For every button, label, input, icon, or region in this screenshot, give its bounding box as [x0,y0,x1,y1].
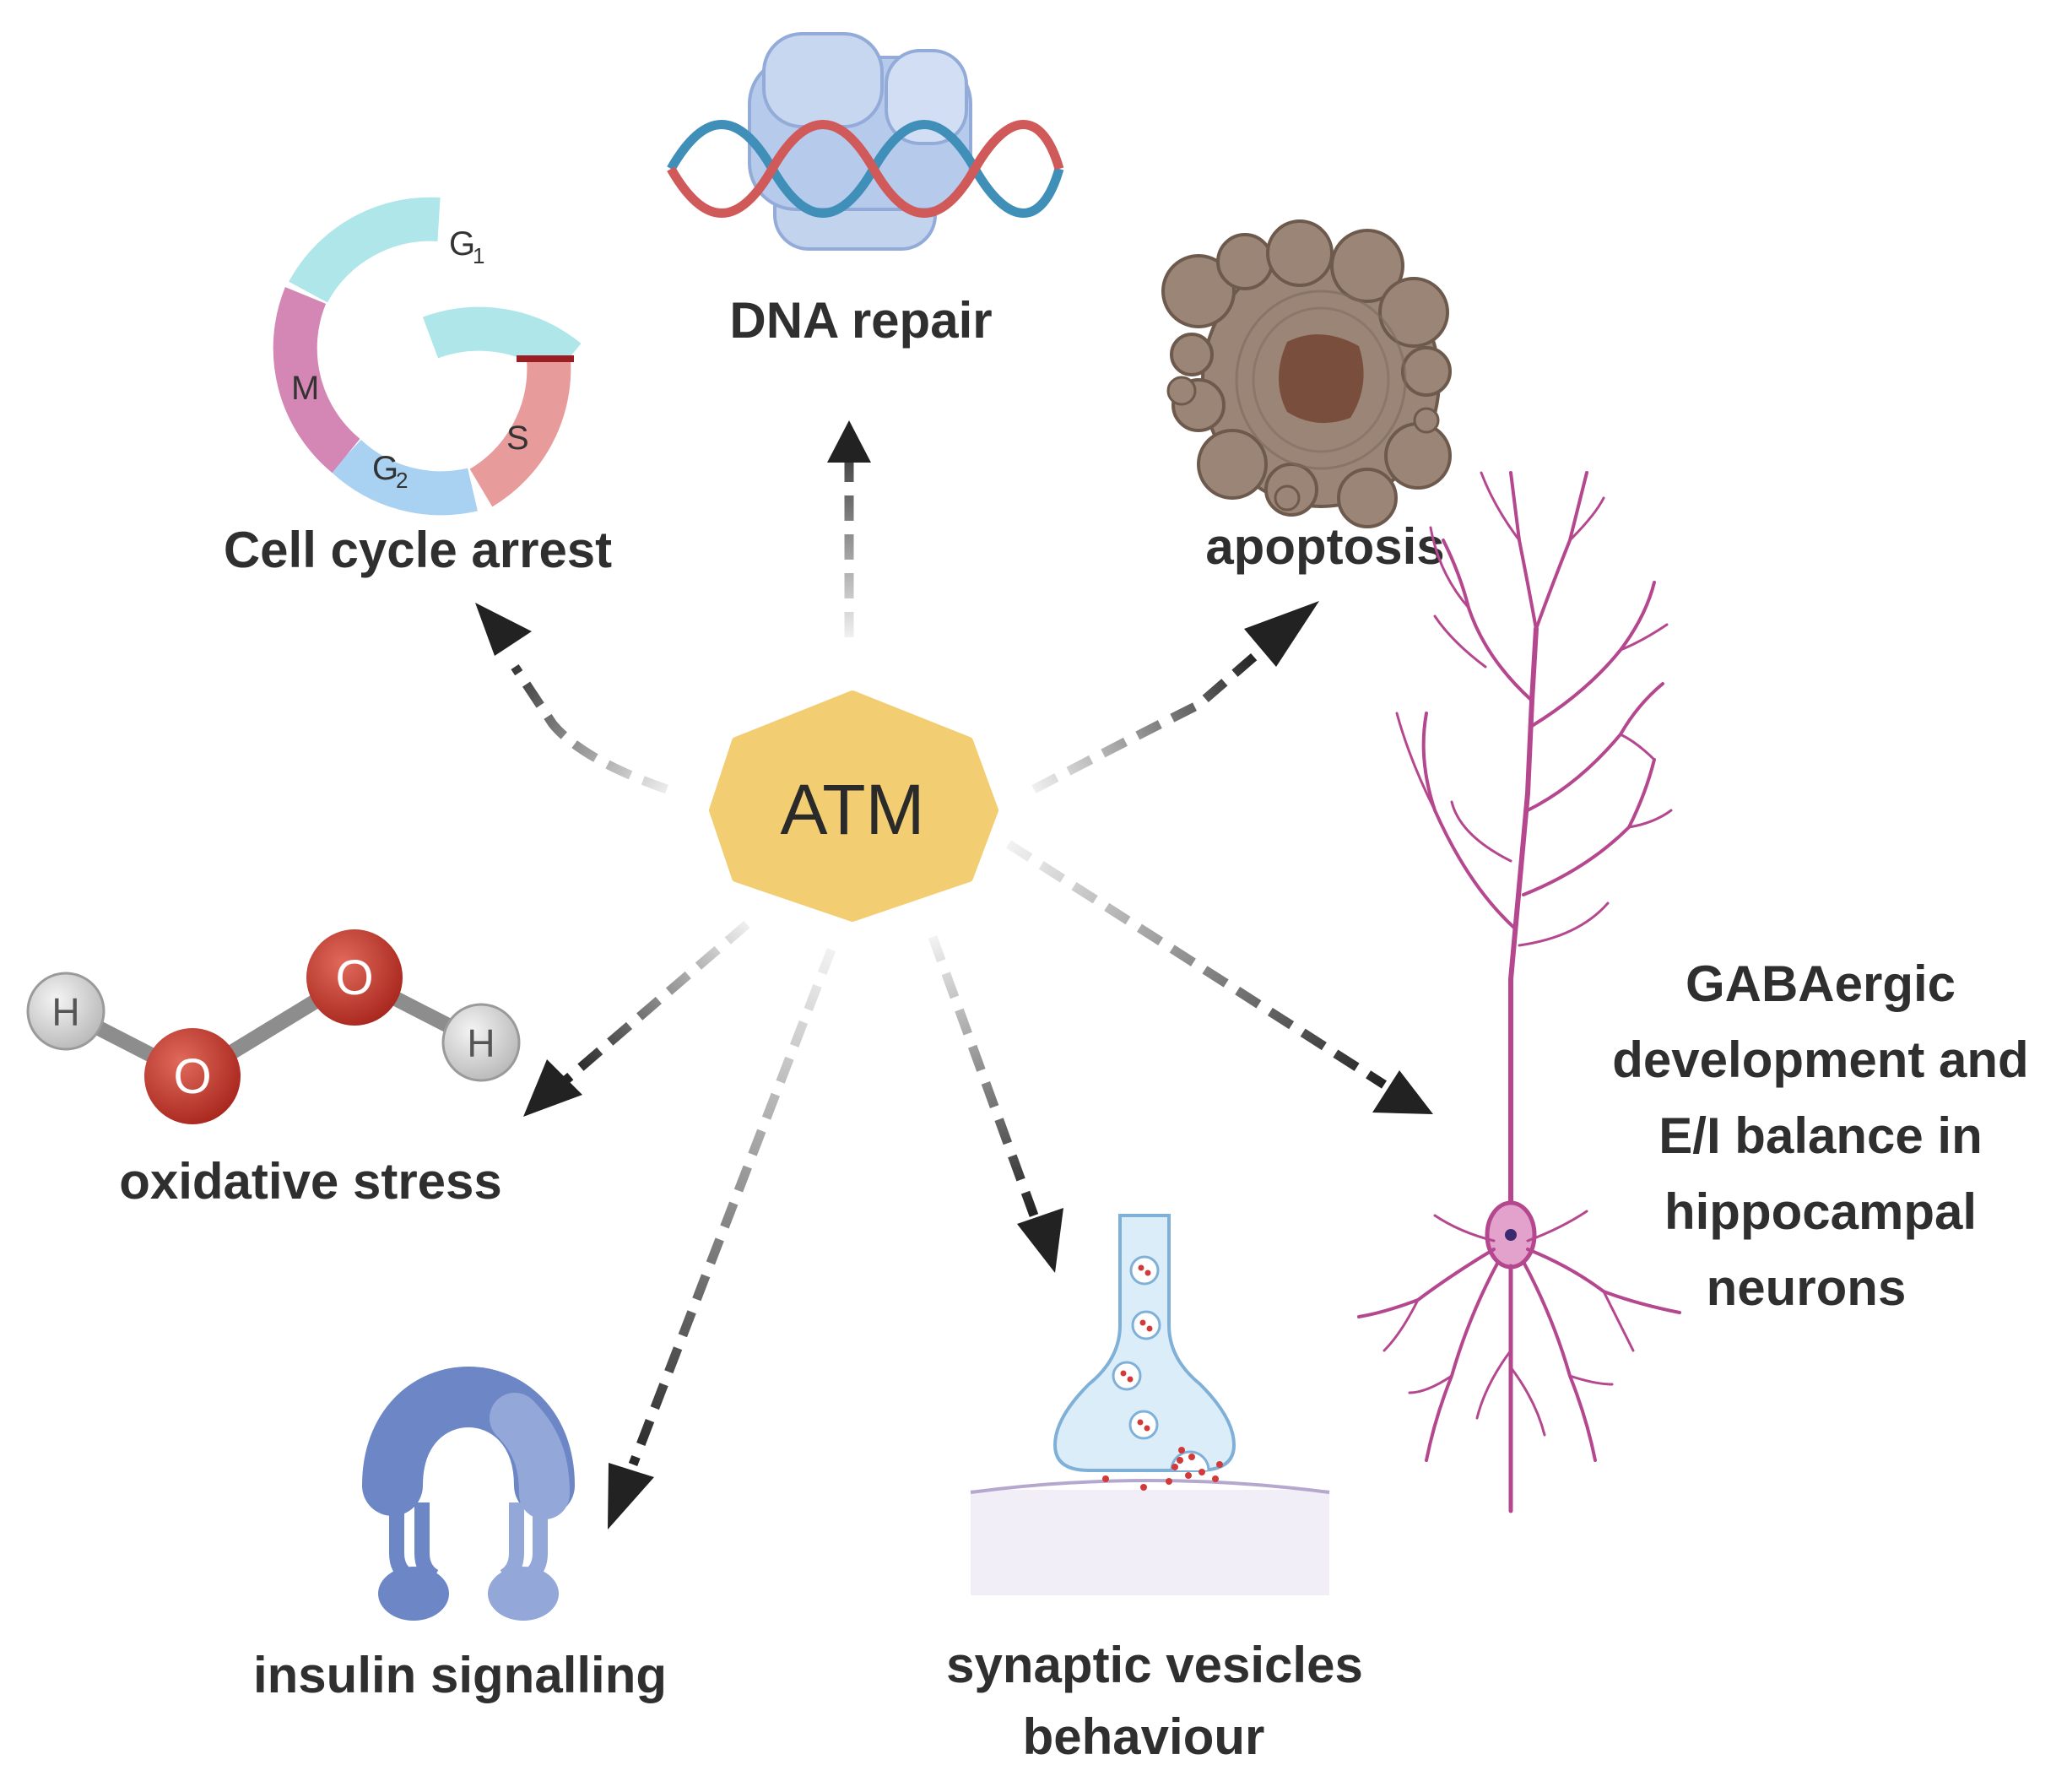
g2-phase-subscript: 2 [396,468,408,493]
synaptic-vesicle [1129,1255,1160,1286]
arrow-to-insulin-signalling [608,948,836,1529]
synaptic-vesicle [1131,1310,1161,1340]
arrow-to-oxidative-stress [523,920,750,1117]
o-atom-left: O [173,1049,211,1104]
oxidative-stress-label: oxidative stress [119,1153,502,1210]
s-phase-label: S [506,420,529,457]
arrow-to-synaptic-vesicles [928,935,1063,1273]
gabaergic-label: GABAergic development and E/I balance in… [1612,956,2028,1316]
insulin-receptor-icon [362,1367,575,1621]
cell-cycle-icon: G 1 S G 2 M [273,197,582,516]
insulin-signalling-label: insulin signalling [253,1647,667,1703]
released-neurotransmitter-dots [1102,1447,1223,1491]
synaptic-vesicle [1128,1410,1159,1440]
synaptic-vesicles-label-line-1: synaptic vesicles [946,1637,1363,1693]
dna-repair-complex-icon [667,32,1064,251]
dna-repair-label: DNA repair [729,292,992,349]
h-atom-right: H [467,1021,495,1065]
atm-hub: ATM [709,690,998,922]
pyramidal-neuron-icon [1357,471,1681,1513]
apoptotic-cell-icon [1161,219,1452,528]
o-atom-right: O [335,950,373,1005]
synaptic-vesicle [1112,1361,1142,1391]
arrow-to-cell-cycle-arrest [475,603,668,794]
gabaergic-label-line-2: development and [1612,1031,2028,1088]
arrow-to-gabaergic [1006,840,1433,1114]
cell-cycle-arrest-label: Cell cycle arrest [224,522,612,578]
arrow-to-dna-repair [827,420,871,637]
m-phase-label: M [291,370,319,407]
gabaergic-label-line-5: neurons [1707,1259,1907,1316]
apoptosis-label: apoptosis [1205,518,1444,575]
synapse-icon [970,1214,1330,1595]
gabaergic-label-line-4: hippocampal [1664,1183,1977,1240]
g2-phase-label: G [372,450,398,487]
arrow-to-apoptosis [1031,601,1319,793]
h-atom-left: H [51,990,79,1034]
atm-label: ATM [780,770,924,849]
gabaergic-label-line-3: E/I balance in [1658,1107,1982,1164]
synaptic-vesicles-label-line-2: behaviour [1023,1708,1265,1765]
g1-phase-label: G [449,225,475,263]
g1-phase-subscript: 1 [473,243,484,268]
hydrogen-peroxide-molecule-icon: H O O H [26,929,521,1124]
gabaergic-label-line-1: GABAergic [1686,956,1956,1012]
